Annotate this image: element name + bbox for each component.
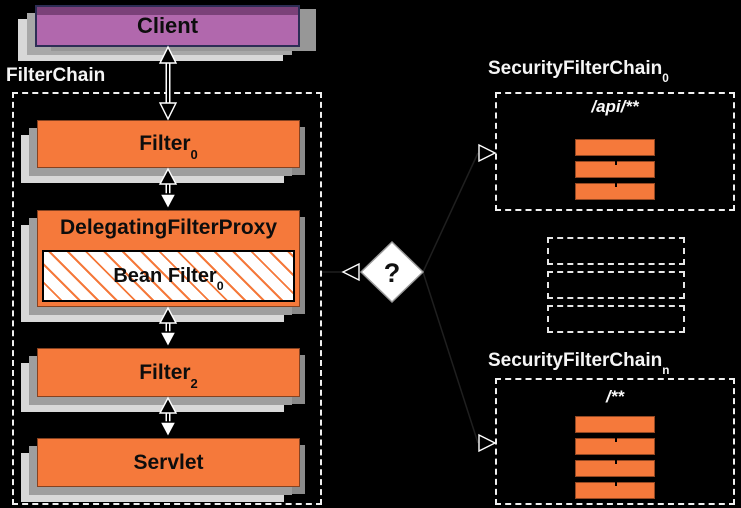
delegating-filter-proxy-box: DelegatingFilterProxy Bean Filter0 xyxy=(37,210,300,307)
security-filter-bar xyxy=(575,178,655,200)
ellipsis-security-chains xyxy=(547,237,685,339)
filter0-box: Filter0 xyxy=(37,120,300,168)
client-box: Client xyxy=(35,5,300,47)
placeholder-security-chain xyxy=(547,305,685,333)
url-pattern-root: /** xyxy=(606,387,624,406)
placeholder-security-chain xyxy=(547,237,685,265)
filter0-label: Filter0 xyxy=(139,132,198,163)
bean-filter-box: Bean Filter0 xyxy=(42,250,295,302)
bean-filter-label: Bean Filter0 xyxy=(113,264,224,294)
security-filter-chain-n-box: /** xyxy=(495,378,735,505)
link-decision-chainN xyxy=(422,271,479,444)
decision-question-mark: ? xyxy=(384,258,401,288)
filterchain-title: FilterChain xyxy=(6,65,106,86)
security-filter-bar xyxy=(575,433,655,455)
security-filter-bar xyxy=(575,416,655,433)
delegating-filter-proxy-label: DelegatingFilterProxy xyxy=(59,216,278,239)
security-filter-bar xyxy=(575,156,655,178)
filter2-label: Filter2 xyxy=(139,360,198,391)
security-filter-chain-0-bars xyxy=(497,139,733,200)
placeholder-security-chain xyxy=(547,271,685,299)
security-filter-chain-n-title: SecurityFilterChainn xyxy=(488,350,670,378)
url-pattern-api: /api/** xyxy=(591,97,639,116)
security-filter-chain-n-bars xyxy=(497,416,733,499)
client-label: Client xyxy=(136,13,199,38)
servlet-label: Servlet xyxy=(133,450,204,474)
security-filter-bar xyxy=(575,477,655,499)
servlet-box: Servlet xyxy=(37,438,300,487)
security-filter-bar xyxy=(575,139,655,156)
arrowhead-to-chain0 xyxy=(478,143,497,163)
arrowhead-to-filterchain xyxy=(341,262,360,282)
security-filter-chain-0-title: SecurityFilterChain0 xyxy=(488,58,669,86)
security-filter-bar xyxy=(575,455,655,477)
filter2-box: Filter2 xyxy=(37,348,300,397)
decision-diamond xyxy=(359,240,425,304)
security-filter-chain-0-box: /api/** xyxy=(495,92,735,211)
link-decision-chain0 xyxy=(422,152,479,273)
arrowhead-to-chainN xyxy=(478,433,497,453)
